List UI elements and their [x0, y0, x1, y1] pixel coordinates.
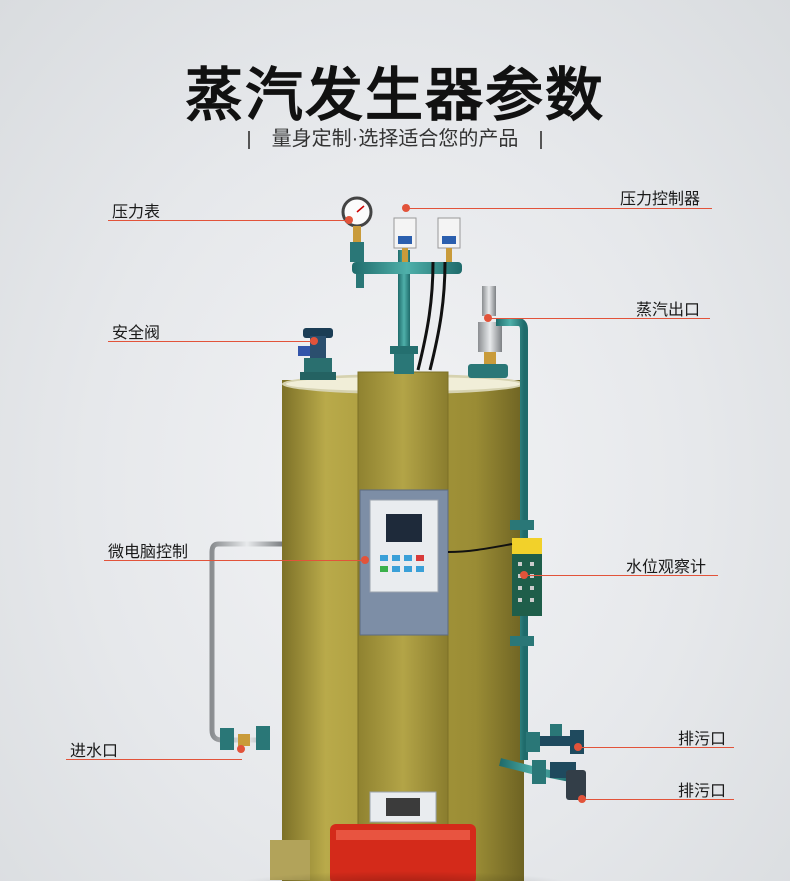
divider-left [247, 130, 250, 149]
page-subtitle: 量身定制·选择适合您的产品 [0, 122, 790, 151]
callout-dot-water-level-gauge [520, 571, 528, 579]
label-microcomputer-control: 微电脑控制 [108, 542, 189, 561]
callout-dot-drain-outlet-1 [574, 743, 582, 751]
label-pressure-controller: 压力控制器 [620, 189, 701, 208]
callout-dot-microcomputer-control [361, 556, 369, 564]
label-drain-outlet-1: 排污口 [678, 729, 727, 748]
callout-dot-water-inlet [237, 745, 245, 753]
callout-line-water-level-gauge [524, 575, 718, 576]
control-panel [359, 489, 449, 636]
safety-valve [298, 328, 336, 380]
page-title: 蒸汽发生器参数 [184, 61, 605, 129]
label-safety-valve: 安全阀 [112, 323, 161, 342]
callout-line-pressure-controller [406, 208, 712, 209]
callout-dot-pressure-controller [402, 204, 410, 212]
callout-line-pressure-gauge [108, 220, 348, 221]
subtitle-text: 量身定制·选择适合您的产品 [271, 128, 519, 150]
label-water-inlet: 进水口 [70, 741, 119, 760]
label-drain-outlet-2: 排污口 [678, 781, 727, 800]
label-steam-outlet: 蒸汽出口 [636, 300, 701, 319]
callout-line-drain-outlet-1 [578, 747, 734, 748]
callout-line-water-inlet [66, 759, 242, 760]
label-pressure-gauge: 压力表 [112, 202, 161, 221]
water-inlet-pipe [209, 541, 282, 750]
callout-dot-drain-outlet-2 [578, 795, 586, 803]
callout-line-steam-outlet [488, 318, 710, 319]
callout-dot-safety-valve [310, 337, 318, 345]
callout-line-safety-valve [108, 341, 314, 342]
pressure-controller-units [393, 217, 461, 262]
callout-dot-steam-outlet [484, 314, 492, 322]
burner-unit [240, 791, 566, 881]
pressure-gauge [341, 196, 373, 262]
pressure-manifold [352, 250, 462, 374]
callout-line-drain-outlet-2 [582, 799, 734, 800]
label-water-level-gauge: 水位观察计 [626, 557, 707, 576]
divider-right [540, 130, 543, 149]
callout-line-microcomputer-control [104, 560, 366, 561]
steam-outlet-valve [468, 286, 528, 760]
callout-dot-pressure-gauge [345, 216, 353, 224]
water-level-sight-glass [447, 520, 542, 646]
